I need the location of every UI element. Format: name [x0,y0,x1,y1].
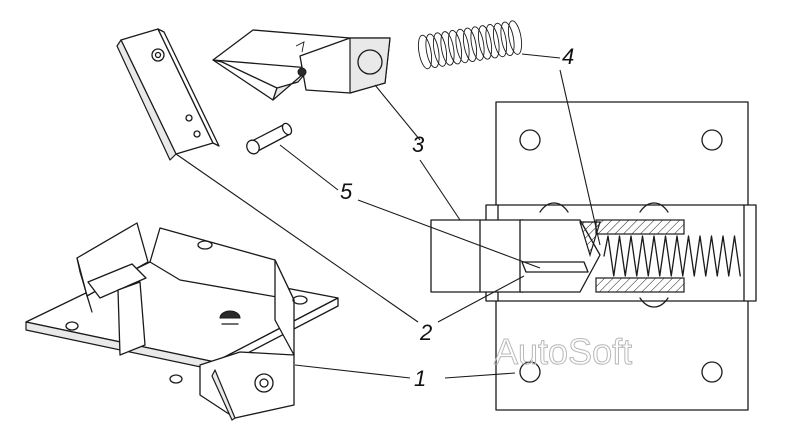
spring-coil [447,29,463,65]
latch-bolt-part [212,29,391,101]
mounting-plate-part [116,28,220,161]
spring-coil [417,34,433,70]
leader-lines [175,53,601,379]
bracket-part [25,222,339,421]
spring-coil [477,25,493,60]
spring-coil [500,21,515,57]
spring-coil [455,28,470,64]
spring-coil [507,20,523,55]
spring-coil [432,32,448,67]
watermark-text: AutoSoft [494,331,632,372]
spring-coil [440,31,455,66]
pin-part [246,122,293,155]
spring-part [417,20,523,70]
spring-coil [492,22,508,58]
callout-label-5: 5 [340,179,353,204]
spring-coil [462,27,478,63]
spring-coil [425,33,440,69]
spring-coil [470,26,485,61]
assembly-section-view [430,101,757,411]
callout-label-1: 1 [414,366,426,391]
callout-label-3: 3 [412,132,425,157]
section-spring-zigzag [603,235,741,277]
spring-coil [485,23,500,59]
callout-label-2: 2 [419,320,432,345]
callout-label-4: 4 [562,44,574,69]
